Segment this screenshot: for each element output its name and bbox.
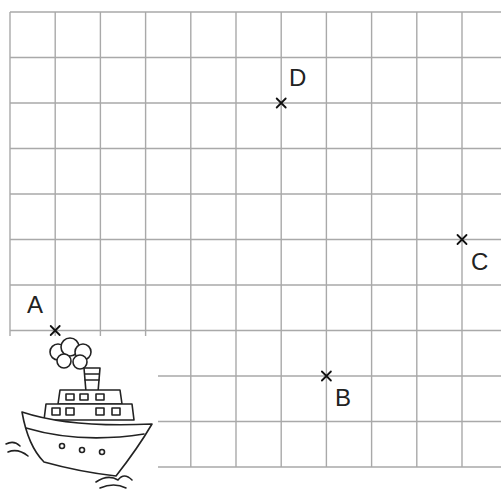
grid-line <box>10 330 501 331</box>
funnel <box>84 368 100 392</box>
point-cross <box>277 99 286 108</box>
point-cross <box>322 372 331 381</box>
waves <box>6 442 132 488</box>
porthole <box>60 444 65 449</box>
point-label: D <box>289 66 306 90</box>
point-cross <box>51 326 60 335</box>
grid-line <box>10 11 501 12</box>
hull <box>22 412 152 476</box>
grid-line <box>10 284 501 285</box>
cabin-windows <box>52 408 120 415</box>
grid-line <box>10 239 501 240</box>
grid-lines <box>10 12 501 467</box>
grid-line <box>10 102 501 103</box>
grid-line <box>10 57 501 58</box>
funnel-bands <box>85 374 99 380</box>
point-label: A <box>27 293 43 317</box>
ship-picture <box>6 338 152 488</box>
grid-line <box>10 193 501 194</box>
point-label: B <box>335 386 351 410</box>
porthole <box>80 448 85 453</box>
lower-cabin <box>44 404 134 420</box>
point-label: C <box>471 250 488 274</box>
cabin-windows <box>66 394 104 400</box>
point-crosses <box>51 99 467 381</box>
smoke <box>50 338 91 369</box>
ship-ground <box>0 336 158 490</box>
hull-stripe <box>26 428 144 438</box>
point-cross <box>458 235 467 244</box>
porthole <box>100 450 105 455</box>
upper-cabin <box>58 390 122 404</box>
grid-line <box>10 148 501 149</box>
